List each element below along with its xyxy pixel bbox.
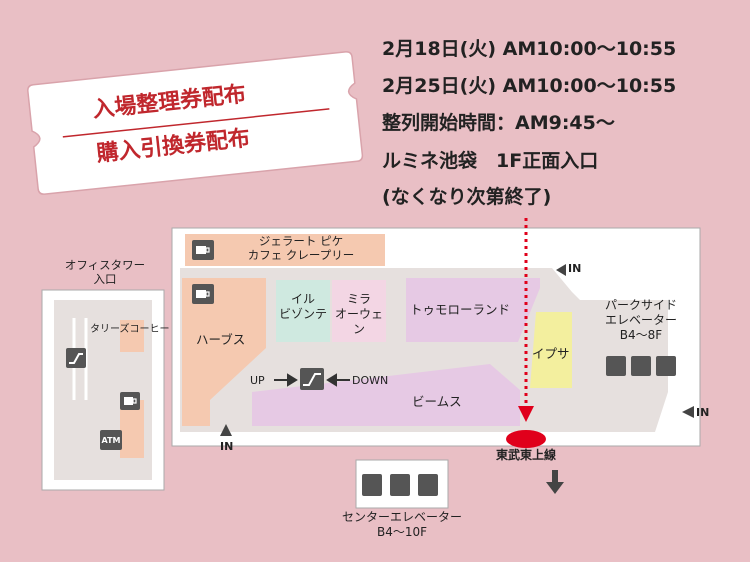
- elevator-icon: [606, 356, 626, 376]
- elevator-icon: [362, 474, 382, 496]
- elevator-icon: [631, 356, 651, 376]
- beams-label: ビームス: [412, 394, 462, 409]
- info-line-1: 2月18日(火) AM10:00〜10:55: [382, 38, 677, 60]
- office-tower-area: [41, 289, 165, 491]
- ticket-tag: [27, 51, 364, 195]
- escalator-arrows: [274, 373, 350, 387]
- info-line-5: (なくなり次第終了): [382, 186, 552, 208]
- atm-icon: ATM: [100, 430, 122, 450]
- elevator-icon: [390, 474, 410, 496]
- elevator-icon: [418, 474, 438, 496]
- info-line-4: ルミネ池袋 1F正面入口: [382, 150, 599, 172]
- entrance-label-top: IN: [568, 262, 582, 275]
- entrance-label-left: IN: [220, 440, 234, 453]
- guide-arrow: [506, 218, 546, 448]
- escalator-icon: [300, 368, 324, 390]
- up-label: UP: [250, 374, 265, 387]
- down-label: DOWN: [352, 374, 389, 387]
- cafe-icon: [120, 392, 140, 410]
- cafe-icon: [192, 284, 214, 304]
- entrance-label-right: IN: [696, 406, 710, 419]
- info-line-2: 2月25日(火) AM10:00〜10:55: [382, 75, 677, 97]
- mira-owen-label: ミラ オーウェン: [334, 292, 383, 336]
- ipsa-label: イプサ: [532, 346, 570, 361]
- escalator-icon: [66, 348, 86, 368]
- elevator-icon: [656, 356, 676, 376]
- tullys-label: タリーズコーヒー: [90, 324, 170, 335]
- herbs-label: ハーブス: [196, 332, 246, 347]
- park-side-elevator-label: パークサイド エレベーター B4〜8F: [604, 298, 677, 342]
- gelato-label: ジェラート ピケ カフェ クレープリー: [247, 234, 355, 263]
- center-elevator-label: センターエレベーター B4〜10F: [341, 510, 462, 539]
- entrance-arrows: [220, 264, 694, 494]
- il-bisonte-label: イル ビゾンテ: [278, 292, 327, 321]
- tomorrowland-label: トゥモローランド: [410, 302, 511, 317]
- office-tower-label: オフィスタワー 入口: [64, 258, 146, 287]
- info-line-3: 整列開始時間：AM9:45〜: [382, 112, 615, 134]
- entrance-marker: [506, 430, 546, 448]
- cafe-icon: [192, 240, 214, 260]
- main-floor: [171, 227, 701, 447]
- tobu-line-label: 東武東上線: [496, 448, 557, 462]
